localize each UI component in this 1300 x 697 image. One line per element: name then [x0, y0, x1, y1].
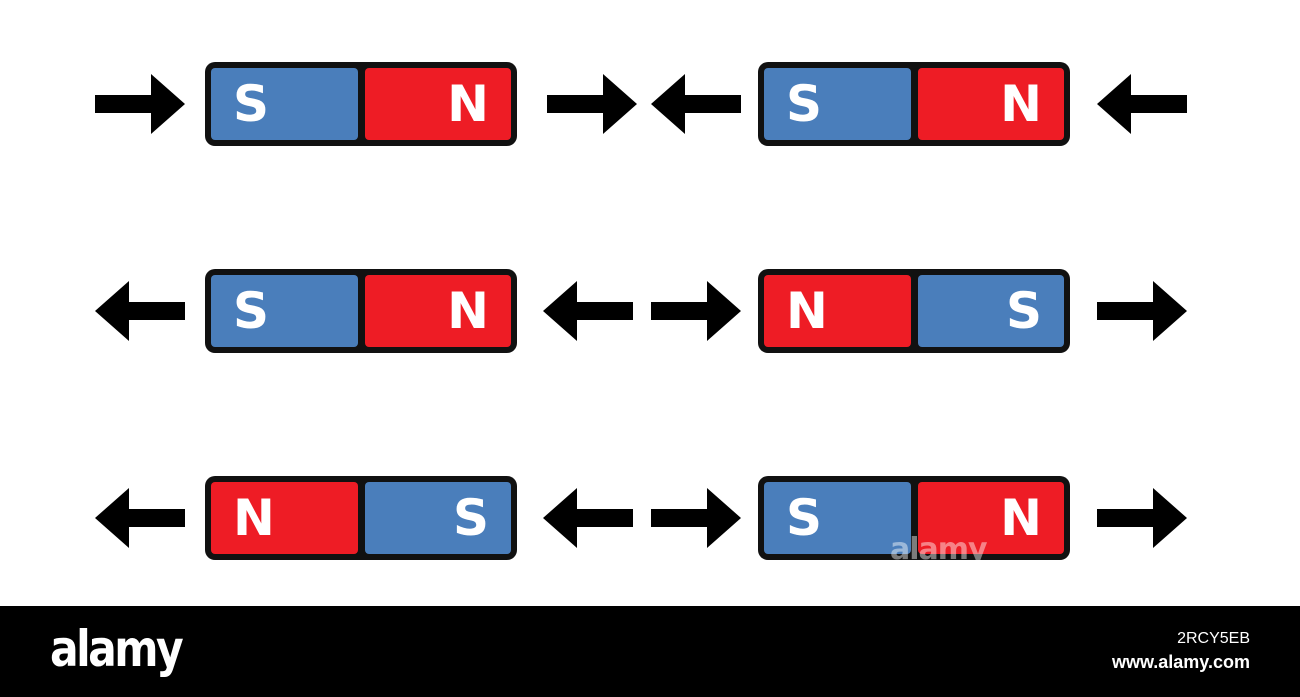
arrow-left-icon: [543, 486, 633, 550]
magnet-pole: S: [764, 482, 911, 554]
arrow-left-icon: [95, 279, 185, 343]
magnet-row-2: S N N S: [0, 263, 1300, 359]
footer-bar: alamy 2RCY5EB www.alamy.com: [0, 606, 1300, 697]
arrow-right-icon: [1097, 486, 1187, 550]
bar-magnet: S N: [758, 62, 1070, 146]
magnet-pole: S: [364, 482, 511, 554]
arrow-right-icon: [95, 72, 185, 136]
bar-magnet: S N: [758, 476, 1070, 560]
brand-logo: alamy: [50, 620, 184, 678]
magnet-pole: N: [764, 275, 911, 347]
arrow-left-icon: [651, 72, 741, 136]
magnet-pole: N: [364, 275, 511, 347]
magnet-pole: N: [211, 482, 358, 554]
arrow-left-icon: [543, 279, 633, 343]
magnet-pole: N: [917, 482, 1064, 554]
magnet-pole: N: [917, 68, 1064, 140]
bar-magnet: S N: [205, 269, 517, 353]
bar-magnet: N S: [758, 269, 1070, 353]
arrow-right-icon: [651, 486, 741, 550]
arrow-left-icon: [95, 486, 185, 550]
magnet-pole: S: [211, 68, 358, 140]
magnet-row-3: N S S N alamy: [0, 470, 1300, 567]
arrow-right-icon: [547, 72, 637, 136]
arrow-right-icon: [651, 279, 741, 343]
magnet-pole: S: [211, 275, 358, 347]
bar-magnet: S N: [205, 62, 517, 146]
magnet-pole: S: [917, 275, 1064, 347]
arrow-right-icon: [1097, 279, 1187, 343]
arrow-left-icon: [1097, 72, 1187, 136]
site-url: www.alamy.com: [1111, 652, 1250, 672]
magnet-row-1: S N S N: [0, 56, 1300, 152]
magnet-pole: N: [364, 68, 511, 140]
magnet-diagram: S N S N S N N S N S: [0, 56, 1300, 567]
image-id: 2RCY5EB: [1177, 630, 1250, 647]
watermark: alamy: [890, 532, 988, 567]
magnet-pole: S: [764, 68, 911, 140]
bar-magnet: N S: [205, 476, 517, 560]
